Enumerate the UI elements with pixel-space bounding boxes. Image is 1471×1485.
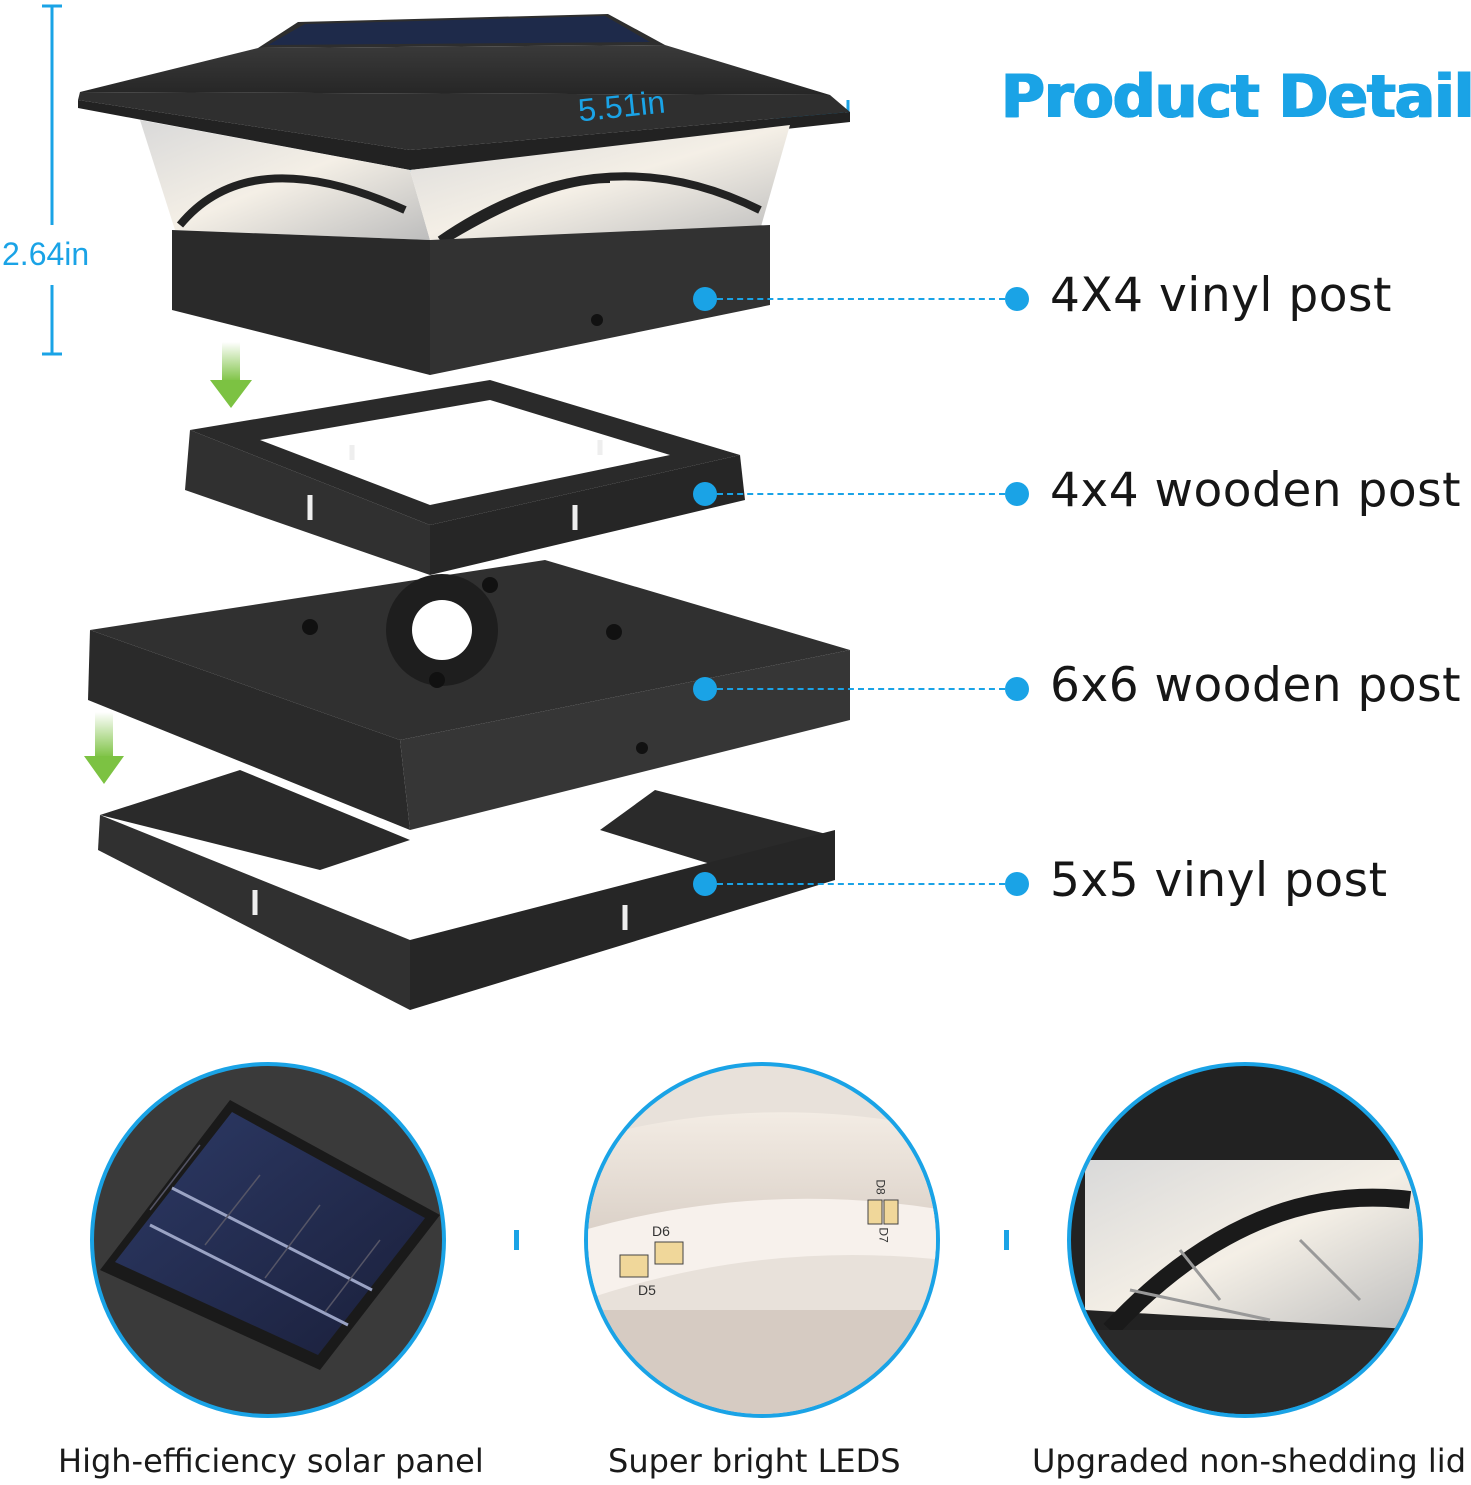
callout-dot-left [693,677,717,701]
page-title: Product Details [1000,62,1471,132]
solar-panel-closeup [90,1062,446,1418]
height-dimension-label: 2.64in [2,236,90,272]
led-marking-d7: D7 [876,1227,891,1243]
callout-dot-right [1005,677,1029,701]
callout-label-4x4-vinyl: 4X4 vinyl post [1050,268,1392,323]
led-marking-d8: D8 [873,1179,888,1195]
callout-label-5x5-vinyl: 5x5 vinyl post [1050,853,1388,908]
led-marking-d6: D6 [652,1223,670,1239]
callout-dot-left [693,287,717,311]
adapter-plate-6x6-wooden [88,560,850,830]
height-dimension-line [42,4,62,356]
callout-leader-line [717,688,1005,690]
feature-caption-solar-panel: High-efficiency solar panel [58,1442,484,1480]
adapter-ring-4x4-wooden [185,380,745,575]
separator-tick-1 [514,1230,519,1250]
callout-leader-line [717,298,1005,300]
callout-dot-right [1005,482,1029,506]
led-marking-d5: D5 [638,1282,656,1298]
feature-caption-leds: Super bright LEDS [608,1442,901,1480]
callout-dot-right [1005,287,1029,311]
arrow-down-icon-1 [210,342,252,408]
callout-leader-line [717,493,1005,495]
callout-dot-left [693,872,717,896]
callout-label-4x4-wooden: 4x4 wooden post [1050,463,1461,518]
separator-tick-2 [1004,1230,1009,1250]
callout-dot-left [693,482,717,506]
solar-post-cap [78,14,850,375]
callout-dot-right [1005,872,1029,896]
adapter-ring-5x5-vinyl [98,770,835,1010]
arrow-down-icon-2 [84,712,124,784]
lid-glass-closeup [1067,1062,1423,1418]
callout-leader-line [717,883,1005,885]
feature-caption-lid: Upgraded non-shedding lid [1032,1442,1466,1480]
callout-label-6x6-wooden: 6x6 wooden post [1050,658,1461,713]
